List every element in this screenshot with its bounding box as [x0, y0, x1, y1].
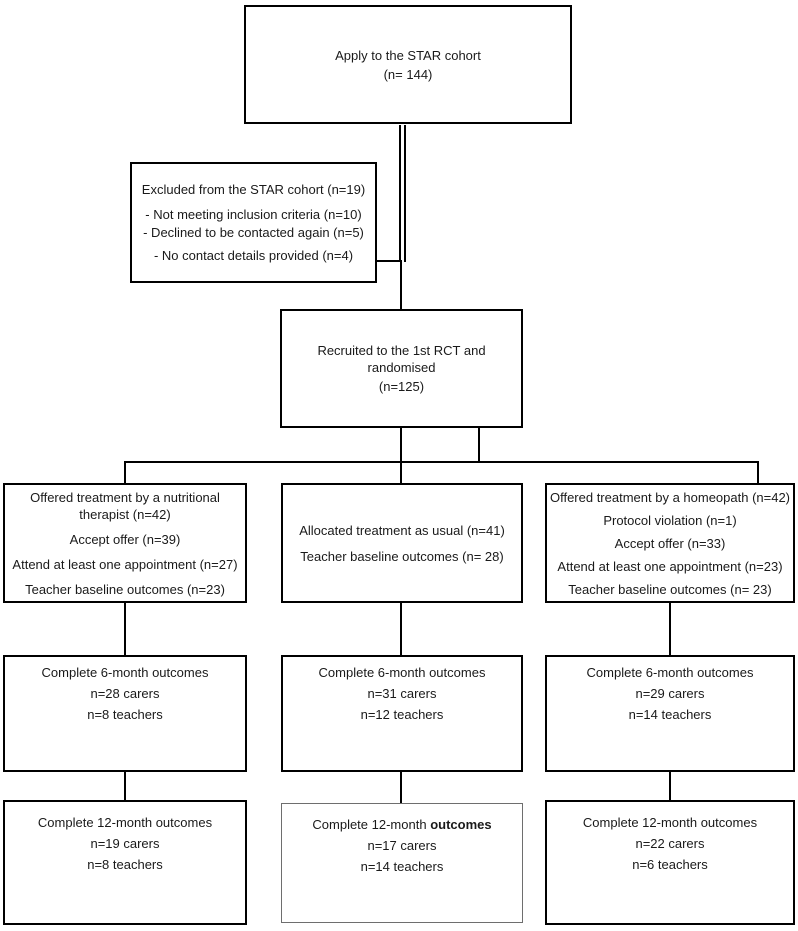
- twelve-month-homeopath-box: Complete 12-month outcomes n=22 carers n…: [545, 800, 795, 925]
- connector-6month-to-12month-homeopath: [669, 770, 671, 802]
- six-month-carers: n=29 carers: [635, 686, 705, 701]
- six-month-carers: n=28 carers: [90, 686, 160, 701]
- twelve-month-carers: n=22 carers: [635, 836, 705, 851]
- connector-apply-to-recruited-line-a: [399, 125, 401, 262]
- six-month-teachers: n=8 teachers: [87, 707, 163, 722]
- twelve-month-title: Complete 12-month outcomes: [282, 816, 522, 833]
- twelve-month-title-bold: outcomes: [430, 817, 492, 832]
- six-month-teachers: n=14 teachers: [628, 707, 712, 722]
- arm-homeopath-offered: Offered treatment by a homeopath (n=42): [549, 489, 791, 505]
- six-month-nutritional-box: Complete 6-month outcomes n=28 carers n=…: [3, 655, 247, 772]
- recruited-box: Recruited to the 1st RCT and randomised …: [280, 309, 523, 428]
- connector-drop-homeopath: [757, 461, 759, 485]
- connector-recruited-drop-b: [478, 426, 480, 463]
- recruited-n: (n=125): [378, 379, 425, 394]
- arm-usual-allocated: Allocated treatment as usual (n=41): [299, 522, 505, 538]
- connector-6month-to-12month-nutritional: [124, 770, 126, 802]
- apply-box: Apply to the STAR cohort (n= 144): [244, 5, 572, 124]
- six-month-title: Complete 6-month outcomes: [41, 665, 209, 680]
- connector-usual-to-6month: [400, 601, 402, 657]
- twelve-month-title-prefix: Complete 12-month: [312, 817, 427, 832]
- connector-randomisation-splitter: [124, 461, 759, 463]
- connector-6month-to-12month-usual: [400, 770, 402, 805]
- connector-homeopath-to-6month: [669, 601, 671, 657]
- arm-homeopath-attend: Attend at least one appointment (n=23): [557, 558, 783, 574]
- excluded-item-3: - No contact details provided (n=4): [153, 247, 354, 263]
- arm-homeopath-box: Offered treatment by a homeopath (n=42) …: [545, 483, 795, 603]
- connector-apply-to-recruited-line-b: [404, 125, 406, 262]
- recruited-line: Recruited to the 1st RCT and randomised: [317, 343, 486, 375]
- arm-homeopath-accept: Accept offer (n=33): [614, 535, 726, 551]
- connector-drop-usual: [400, 461, 402, 485]
- arm-usual-box: Allocated treatment as usual (n=41) Teac…: [281, 483, 523, 603]
- six-month-title: Complete 6-month outcomes: [586, 665, 754, 680]
- twelve-month-title: Complete 12-month outcomes: [37, 815, 213, 830]
- six-month-teachers: n=12 teachers: [360, 707, 444, 722]
- connector-recruited-drop-a: [400, 426, 402, 463]
- connector-excluded-branch: [375, 260, 401, 262]
- six-month-usual-box: Complete 6-month outcomes n=31 carers n=…: [281, 655, 523, 772]
- arm-nutritional-box: Offered treatment by a nutritional thera…: [3, 483, 247, 603]
- connector-to-recruited: [400, 260, 402, 311]
- twelve-month-teachers: n=8 teachers: [87, 857, 163, 872]
- excluded-box: Excluded from the STAR cohort (n=19) - N…: [130, 162, 377, 283]
- arm-homeopath-protocol: Protocol violation (n=1): [603, 512, 737, 528]
- excluded-item-2: - Declined to be contacted again (n=5): [143, 224, 364, 240]
- twelve-month-usual-box: Complete 12-month outcomes n=17 carers n…: [281, 803, 523, 923]
- arm-homeopath-teacher: Teacher baseline outcomes (n= 23): [568, 581, 772, 597]
- arm-nutritional-attend: Attend at least one appointment (n=27): [12, 556, 238, 572]
- twelve-month-carers: n=17 carers: [367, 838, 437, 853]
- twelve-month-nutritional-box: Complete 12-month outcomes n=19 carers n…: [3, 800, 247, 925]
- connector-nutritional-to-6month: [124, 601, 126, 657]
- six-month-homeopath-box: Complete 6-month outcomes n=29 carers n=…: [545, 655, 795, 772]
- arm-usual-teacher: Teacher baseline outcomes (n= 28): [300, 548, 504, 564]
- twelve-month-teachers: n=6 teachers: [632, 857, 708, 872]
- six-month-title: Complete 6-month outcomes: [318, 665, 486, 680]
- arm-nutritional-accept: Accept offer (n=39): [69, 531, 181, 547]
- excluded-item-1: - Not meeting inclusion criteria (n=10): [145, 206, 362, 222]
- twelve-month-carers: n=19 carers: [90, 836, 160, 851]
- arm-nutritional-teacher: Teacher baseline outcomes (n=23): [25, 581, 225, 597]
- arm-nutritional-offered: Offered treatment by a nutritional thera…: [30, 489, 220, 522]
- excluded-title: Excluded from the STAR cohort (n=19): [141, 181, 366, 197]
- six-month-carers: n=31 carers: [367, 686, 437, 701]
- twelve-month-title: Complete 12-month outcomes: [582, 815, 758, 830]
- apply-line: Apply to the STAR cohort: [335, 47, 481, 63]
- connector-drop-nutritional: [124, 461, 126, 485]
- twelve-month-teachers: n=14 teachers: [360, 859, 444, 874]
- apply-n: (n= 144): [383, 66, 433, 82]
